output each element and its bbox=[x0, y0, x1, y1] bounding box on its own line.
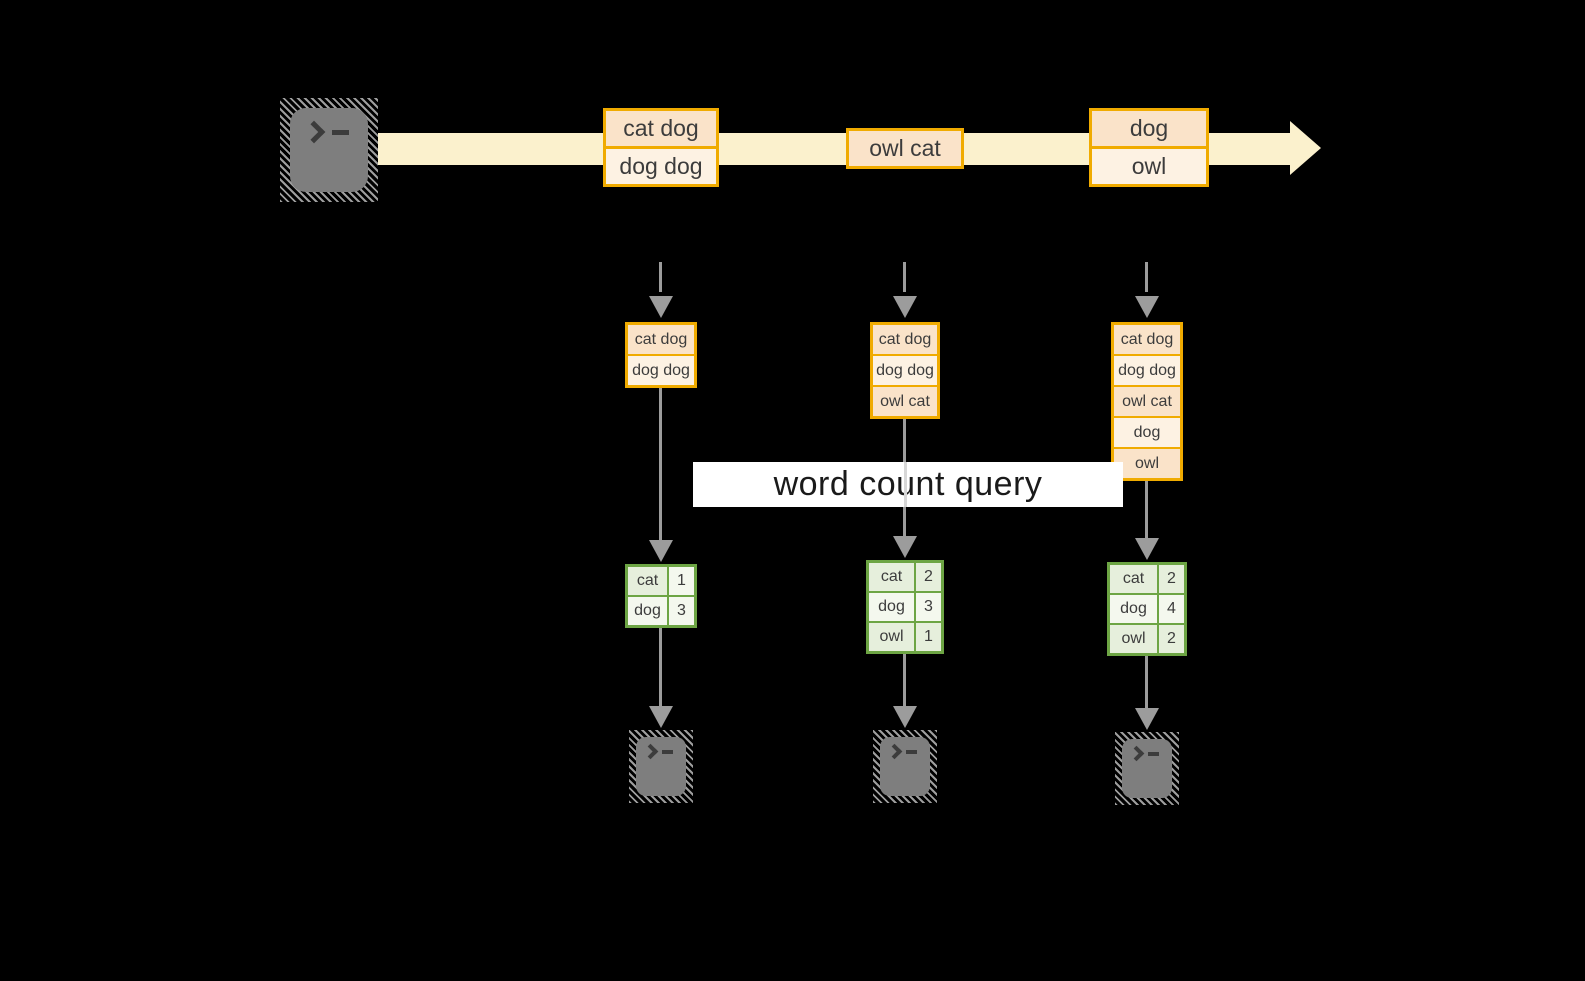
output-arrowhead-icon bbox=[649, 706, 673, 728]
ingest-arrow bbox=[1145, 262, 1148, 292]
stream-message: cat dog dog dog bbox=[603, 108, 719, 187]
word-cell: cat bbox=[869, 563, 914, 591]
query-banner: word count query bbox=[693, 462, 1123, 507]
count-cell: 2 bbox=[1157, 625, 1184, 653]
chevron-right-icon bbox=[1128, 745, 1145, 762]
stream-message-cell: cat dog bbox=[606, 111, 716, 146]
buffer-cell: cat dog bbox=[1114, 325, 1180, 354]
terminal-screen bbox=[636, 737, 686, 796]
cursor-underscore-icon bbox=[332, 129, 349, 135]
terminal-screen bbox=[880, 737, 930, 796]
output-arrowhead-icon bbox=[893, 706, 917, 728]
count-cell: 1 bbox=[667, 567, 694, 595]
query-arrowhead-icon bbox=[893, 536, 917, 558]
word-cell: cat bbox=[628, 567, 667, 595]
count-table-row: dog 3 bbox=[869, 591, 941, 621]
terminal-screen bbox=[1122, 739, 1172, 798]
count-cell: 2 bbox=[1157, 565, 1184, 593]
stream-message: dog owl bbox=[1089, 108, 1209, 187]
chevron-right-icon bbox=[886, 743, 903, 760]
count-table-row: dog 3 bbox=[628, 595, 694, 625]
count-cell: 3 bbox=[914, 593, 941, 621]
query-banner-label: word count query bbox=[773, 465, 1043, 503]
query-input-arrow bbox=[1145, 481, 1148, 538]
query-output-arrow bbox=[1145, 656, 1148, 708]
sink-terminal-icon bbox=[873, 730, 937, 803]
count-table-row: cat 2 bbox=[1110, 565, 1184, 593]
count-table-row: dog 4 bbox=[1110, 593, 1184, 623]
stream-message: owl cat bbox=[846, 128, 964, 169]
count-table-row: cat 1 bbox=[628, 567, 694, 595]
word-cell: cat bbox=[1110, 565, 1157, 593]
ingest-arrowhead-icon bbox=[1135, 296, 1159, 318]
buffer-cell: dog bbox=[1114, 416, 1180, 447]
count-table-row: owl 1 bbox=[869, 621, 941, 651]
query-output-arrow bbox=[903, 654, 906, 706]
query-input-arrow bbox=[659, 388, 662, 540]
buffered-records: cat dog dog dog bbox=[625, 322, 697, 388]
cursor-underscore-icon bbox=[662, 749, 673, 754]
chevron-right-icon bbox=[642, 743, 659, 760]
count-table-row: cat 2 bbox=[869, 563, 941, 591]
terminal-prompt-icon bbox=[886, 743, 930, 760]
stream-message-cell: owl cat bbox=[849, 131, 961, 166]
terminal-prompt-icon bbox=[302, 120, 368, 144]
chevron-right-icon bbox=[302, 120, 326, 144]
stream-message-cell: dog bbox=[1092, 111, 1206, 146]
stream-message-cell: dog dog bbox=[606, 146, 716, 184]
sink-terminal-icon bbox=[1115, 732, 1179, 805]
query-arrowhead-icon bbox=[649, 540, 673, 562]
count-table-row: owl 2 bbox=[1110, 623, 1184, 653]
count-cell: 3 bbox=[667, 597, 694, 625]
arrow-through-banner bbox=[904, 462, 907, 507]
count-cell: 1 bbox=[914, 623, 941, 651]
buffer-cell: owl bbox=[1114, 447, 1180, 478]
buffered-records: cat dog dog dog owl cat bbox=[870, 322, 940, 419]
buffer-cell: dog dog bbox=[628, 354, 694, 385]
stream-message-cell: owl bbox=[1092, 146, 1206, 184]
buffer-cell: dog dog bbox=[873, 354, 937, 385]
source-terminal-icon bbox=[280, 98, 378, 202]
output-arrowhead-icon bbox=[1135, 708, 1159, 730]
buffer-cell: dog dog bbox=[1114, 354, 1180, 385]
word-cell: dog bbox=[628, 597, 667, 625]
stream-arrowhead-icon bbox=[1290, 121, 1321, 175]
word-cell: owl bbox=[1110, 625, 1157, 653]
word-cell: dog bbox=[869, 593, 914, 621]
ingest-arrowhead-icon bbox=[649, 296, 673, 318]
buffer-cell: cat dog bbox=[628, 325, 694, 354]
ingest-arrow bbox=[903, 262, 906, 292]
count-table: cat 2 dog 3 owl 1 bbox=[866, 560, 944, 654]
ingest-arrow bbox=[659, 262, 662, 292]
buffer-cell: owl cat bbox=[1114, 385, 1180, 416]
count-cell: 2 bbox=[914, 563, 941, 591]
terminal-prompt-icon bbox=[1128, 745, 1172, 762]
sink-terminal-icon bbox=[629, 730, 693, 803]
buffered-records: cat dog dog dog owl cat dog owl bbox=[1111, 322, 1183, 481]
cursor-underscore-icon bbox=[1148, 751, 1159, 756]
query-arrowhead-icon bbox=[1135, 538, 1159, 560]
terminal-screen bbox=[290, 108, 368, 192]
query-output-arrow bbox=[659, 628, 662, 706]
ingest-arrowhead-icon bbox=[893, 296, 917, 318]
count-table: cat 2 dog 4 owl 2 bbox=[1107, 562, 1187, 656]
buffer-cell: owl cat bbox=[873, 385, 937, 416]
cursor-underscore-icon bbox=[906, 749, 917, 754]
count-cell: 4 bbox=[1157, 595, 1184, 623]
word-cell: owl bbox=[869, 623, 914, 651]
buffer-cell: cat dog bbox=[873, 325, 937, 354]
count-table: cat 1 dog 3 bbox=[625, 564, 697, 628]
word-cell: dog bbox=[1110, 595, 1157, 623]
terminal-prompt-icon bbox=[642, 743, 686, 760]
